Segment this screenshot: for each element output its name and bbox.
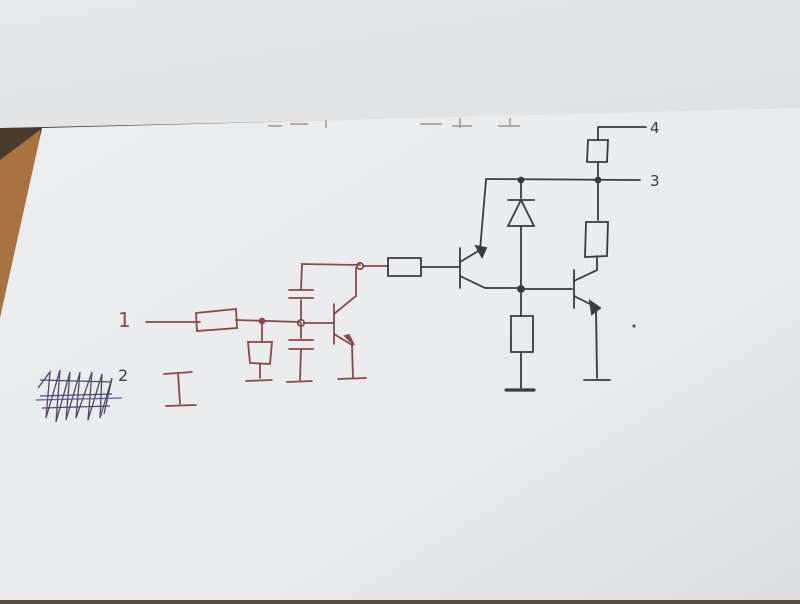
output-stage xyxy=(387,126,647,392)
terminal-3-label: 3 xyxy=(650,172,660,190)
paper-sheet-main xyxy=(0,108,800,600)
terminal-4-label: 4 xyxy=(650,119,660,137)
input-network xyxy=(145,261,389,383)
terminal-2-label: 2 xyxy=(118,366,129,385)
paper-mark xyxy=(632,324,636,328)
bleed-through-marks xyxy=(268,118,520,128)
scribbled-label xyxy=(35,369,123,423)
ground-symbol-t2 xyxy=(163,371,197,407)
paper-sheet-top xyxy=(0,0,800,128)
terminal-1-label: 1 xyxy=(118,308,131,332)
